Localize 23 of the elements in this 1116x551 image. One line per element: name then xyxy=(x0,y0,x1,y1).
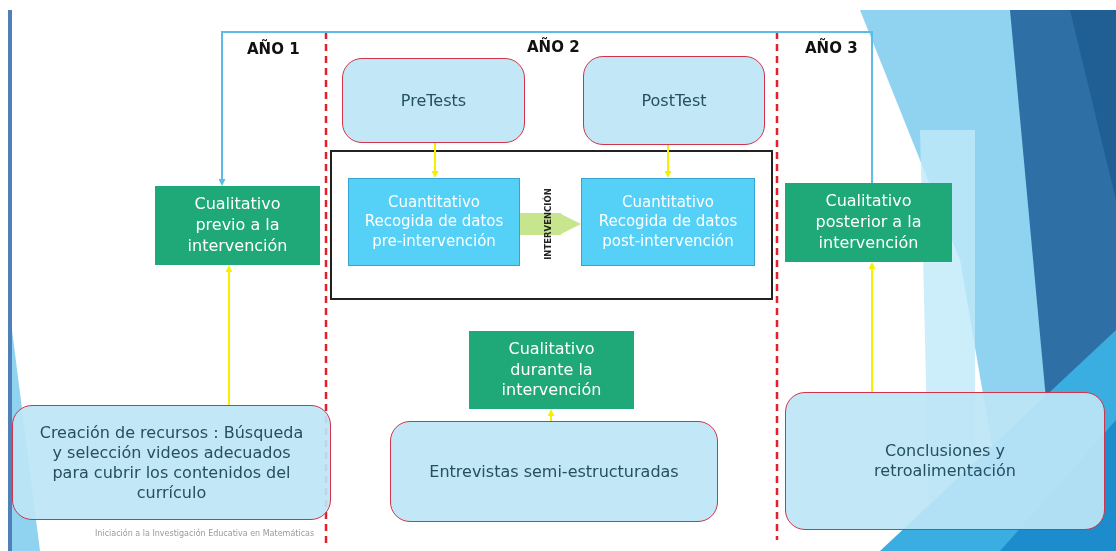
arrow xyxy=(868,262,876,393)
footer-text: Iniciación a la Investigación Educativa en Matemáticas xyxy=(95,529,315,538)
resource-box: Creación de recursos : Búsqueda y selección videos adecuados para cubrir los contenidos del currículo xyxy=(12,405,331,520)
arrow xyxy=(547,409,555,422)
interview-box: Entrevistas semi-estructuradas xyxy=(390,421,718,522)
year-label: AÑO 3 xyxy=(805,39,858,57)
arrow xyxy=(225,265,233,406)
phase-box: Cualitativo previo a la intervención xyxy=(155,186,320,265)
phase-box: Cualitativo posterior a la intervención xyxy=(785,183,952,262)
year-label: AÑO 2 xyxy=(527,38,580,56)
data-collection-box: Cuantitativo Recogida de datos pre-intervención xyxy=(348,178,520,266)
test-box: PreTests xyxy=(342,58,525,143)
data-collection-box: Cuantitativo Recogida de datos post-intervención xyxy=(581,178,755,266)
year-label: AÑO 1 xyxy=(247,40,300,58)
block-arrow xyxy=(520,213,581,235)
arrow xyxy=(431,142,439,178)
arrow xyxy=(218,31,873,186)
conclusion-box: Conclusiones y retroalimentación xyxy=(785,392,1105,530)
arrow xyxy=(664,144,672,178)
group-frame xyxy=(330,150,773,300)
test-box: PostTest xyxy=(583,56,765,145)
phase-box: Cualitativo durante la intervención xyxy=(469,331,634,409)
edge-label: INTERVENCIÓN xyxy=(542,188,553,260)
